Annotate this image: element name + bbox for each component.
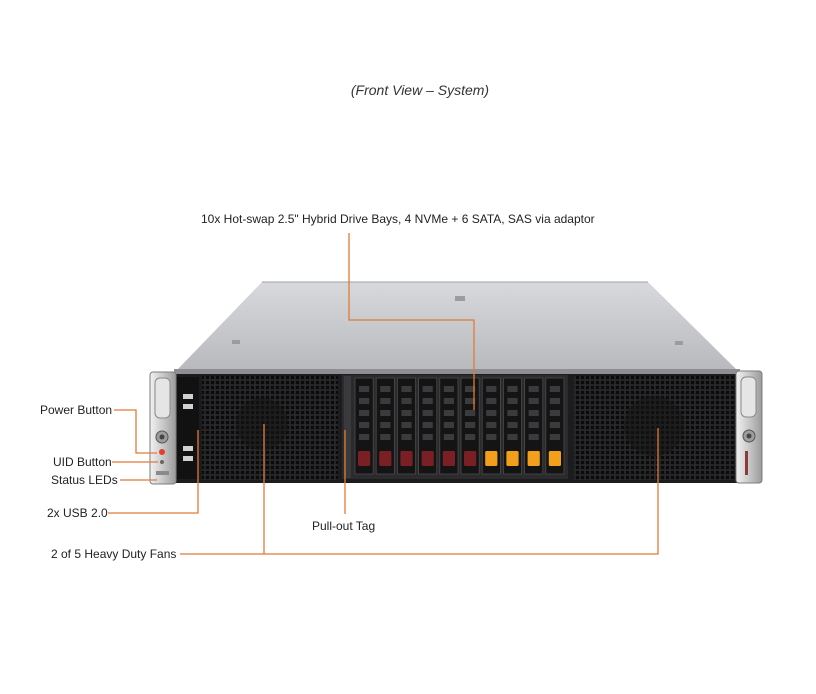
status-leds	[156, 471, 169, 475]
status-leds-label: Status LEDs	[51, 473, 118, 487]
fans-label: 2 of 5 Heavy Duty Fans	[51, 547, 177, 561]
figure-caption: (Front View – System)	[350, 82, 490, 98]
drive-release-latch[interactable]	[442, 451, 455, 466]
drive-release-latch[interactable]	[358, 451, 371, 466]
drive-release-latch[interactable]	[421, 451, 434, 466]
nvme-drive-bay[interactable]	[524, 377, 544, 475]
usb-port	[183, 394, 193, 399]
power-button-label: Power Button	[40, 403, 113, 417]
power-button-leader	[114, 409, 157, 454]
pull-out-tag-label: Pull-out Tag	[312, 519, 376, 533]
fans-leader	[180, 428, 659, 555]
nvme-drive-bay[interactable]	[502, 377, 522, 475]
drive-release-latch[interactable]	[464, 451, 477, 466]
power-button-led	[159, 449, 165, 455]
nvme-drive-bay[interactable]	[481, 377, 501, 475]
drive-release-latch[interactable]	[379, 451, 392, 466]
nvme-drive-bay[interactable]	[545, 377, 565, 475]
drive-release-latch[interactable]	[400, 451, 413, 466]
chassis-top	[176, 282, 738, 371]
uid-button	[160, 460, 164, 464]
drive-release-latch[interactable]	[548, 451, 561, 466]
drive-release-latch[interactable]	[527, 451, 540, 466]
drive-release-latch[interactable]	[485, 451, 498, 466]
sata-drive-bay[interactable]	[354, 377, 374, 475]
leader-lines	[108, 233, 659, 555]
sata-drive-bay[interactable]	[375, 377, 395, 475]
sata-drive-bay[interactable]	[396, 377, 416, 475]
control-column	[177, 377, 199, 479]
usb-leader	[108, 430, 199, 514]
sata-drive-bay[interactable]	[418, 377, 438, 475]
drive-bays-label: 10x Hot-swap 2.5" Hybrid Drive Bays, 4 N…	[201, 212, 595, 226]
left-rack-ear	[149, 371, 177, 485]
sata-drive-bay[interactable]	[460, 377, 480, 475]
drive-release-latch[interactable]	[506, 451, 519, 466]
right-rack-ear	[735, 370, 763, 484]
uid-button-label: UID Button	[53, 455, 112, 469]
sata-drive-bay[interactable]	[439, 377, 459, 475]
drive-bays-leader	[348, 233, 475, 410]
usb-label: 2x USB 2.0	[47, 506, 108, 520]
